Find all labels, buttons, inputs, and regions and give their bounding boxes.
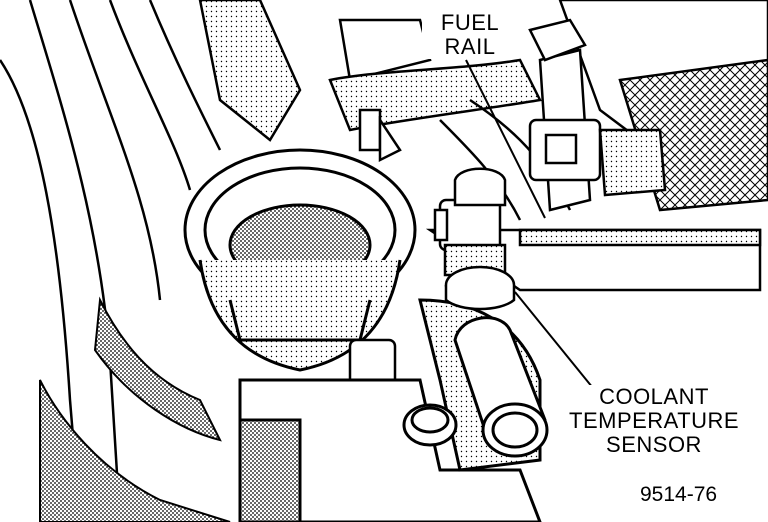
- coolant-label-line-3: SENSOR: [606, 432, 702, 457]
- filler-neck: [183, 148, 417, 372]
- lower-left-hose: [39, 379, 231, 522]
- fuel-rail-label-line-1: FUEL: [440, 10, 500, 35]
- fuel-rail-connector: [528, 18, 667, 212]
- fuel-rail-label: FUEL RAIL: [422, 11, 518, 59]
- coolant-label-line-2: TEMPERATURE: [569, 408, 740, 433]
- coolant-label-line-1: COOLANT: [599, 384, 709, 409]
- coolant-temperature-sensor-label: COOLANT TEMPERATURE SENSOR: [566, 385, 742, 457]
- upper-engine-components: [198, 0, 768, 221]
- figure-number: 9514-76: [640, 483, 718, 506]
- shaded-hose: [93, 296, 222, 442]
- fuel-rail-leader: [465, 59, 546, 219]
- fuel-rail-label-line-2: RAIL: [444, 34, 496, 59]
- left-hoses: [0, 0, 222, 522]
- coolant-temperature-sensor: [433, 167, 516, 311]
- coolant-sensor-leader: [514, 291, 598, 394]
- coolant-outlet-pipe: [453, 316, 549, 458]
- leader-lines: [465, 59, 598, 394]
- housing-bolt: [402, 403, 458, 447]
